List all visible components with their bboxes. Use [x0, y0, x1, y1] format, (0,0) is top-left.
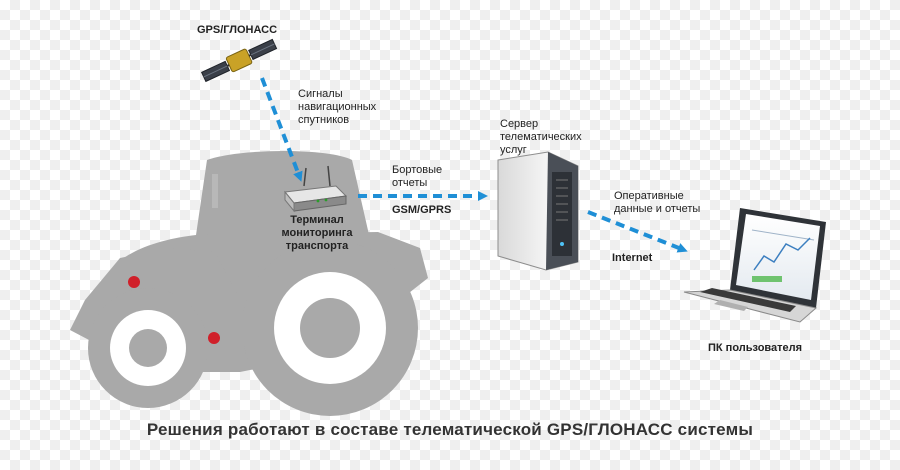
terminal-label-line: транспорта [262, 240, 372, 253]
server-label-line: телематических [500, 131, 582, 144]
server-to-pc-arrow [588, 212, 684, 250]
gsm-gprs-label: GSM/GPRS [392, 204, 451, 217]
server-label-line: Сервер [500, 118, 582, 131]
pc-label: ПК пользователя [708, 342, 802, 355]
terminal-label-line: мониторинга [262, 227, 372, 240]
signals-label-line: Сигналы [298, 88, 376, 101]
operational-data-label-line: Оперативные [614, 190, 700, 203]
server-icon [498, 152, 578, 270]
operational-data-label: Оперативные данные и отчеты [614, 190, 700, 216]
satellite-label: GPS/ГЛОНАСС [197, 24, 277, 37]
terminal-label-line: Терминал [262, 214, 372, 227]
onboard-reports-label-line: Бортовые [392, 164, 442, 177]
onboard-reports-label: Бортовые отчеты [392, 164, 442, 190]
terminal-label: Терминал мониторинга транспорта [262, 214, 372, 253]
signals-label: Сигналы навигационных спутников [298, 88, 376, 127]
signals-label-line: спутников [298, 114, 376, 127]
operational-data-label-line: данные и отчеты [614, 203, 700, 216]
onboard-reports-label-line: отчеты [392, 177, 442, 190]
signals-label-line: навигационных [298, 101, 376, 114]
laptop-icon [684, 208, 826, 322]
satellite-icon [200, 37, 277, 84]
server-label-line: услуг [500, 144, 582, 157]
tractor-lamp [128, 276, 140, 288]
internet-label: Internet [612, 252, 652, 265]
tractor-lamp [208, 332, 220, 344]
diagram-caption: Решения работают в составе телематическо… [0, 420, 900, 440]
server-label: Сервер телематических услуг [500, 118, 582, 157]
tractor-illustration [70, 151, 428, 416]
